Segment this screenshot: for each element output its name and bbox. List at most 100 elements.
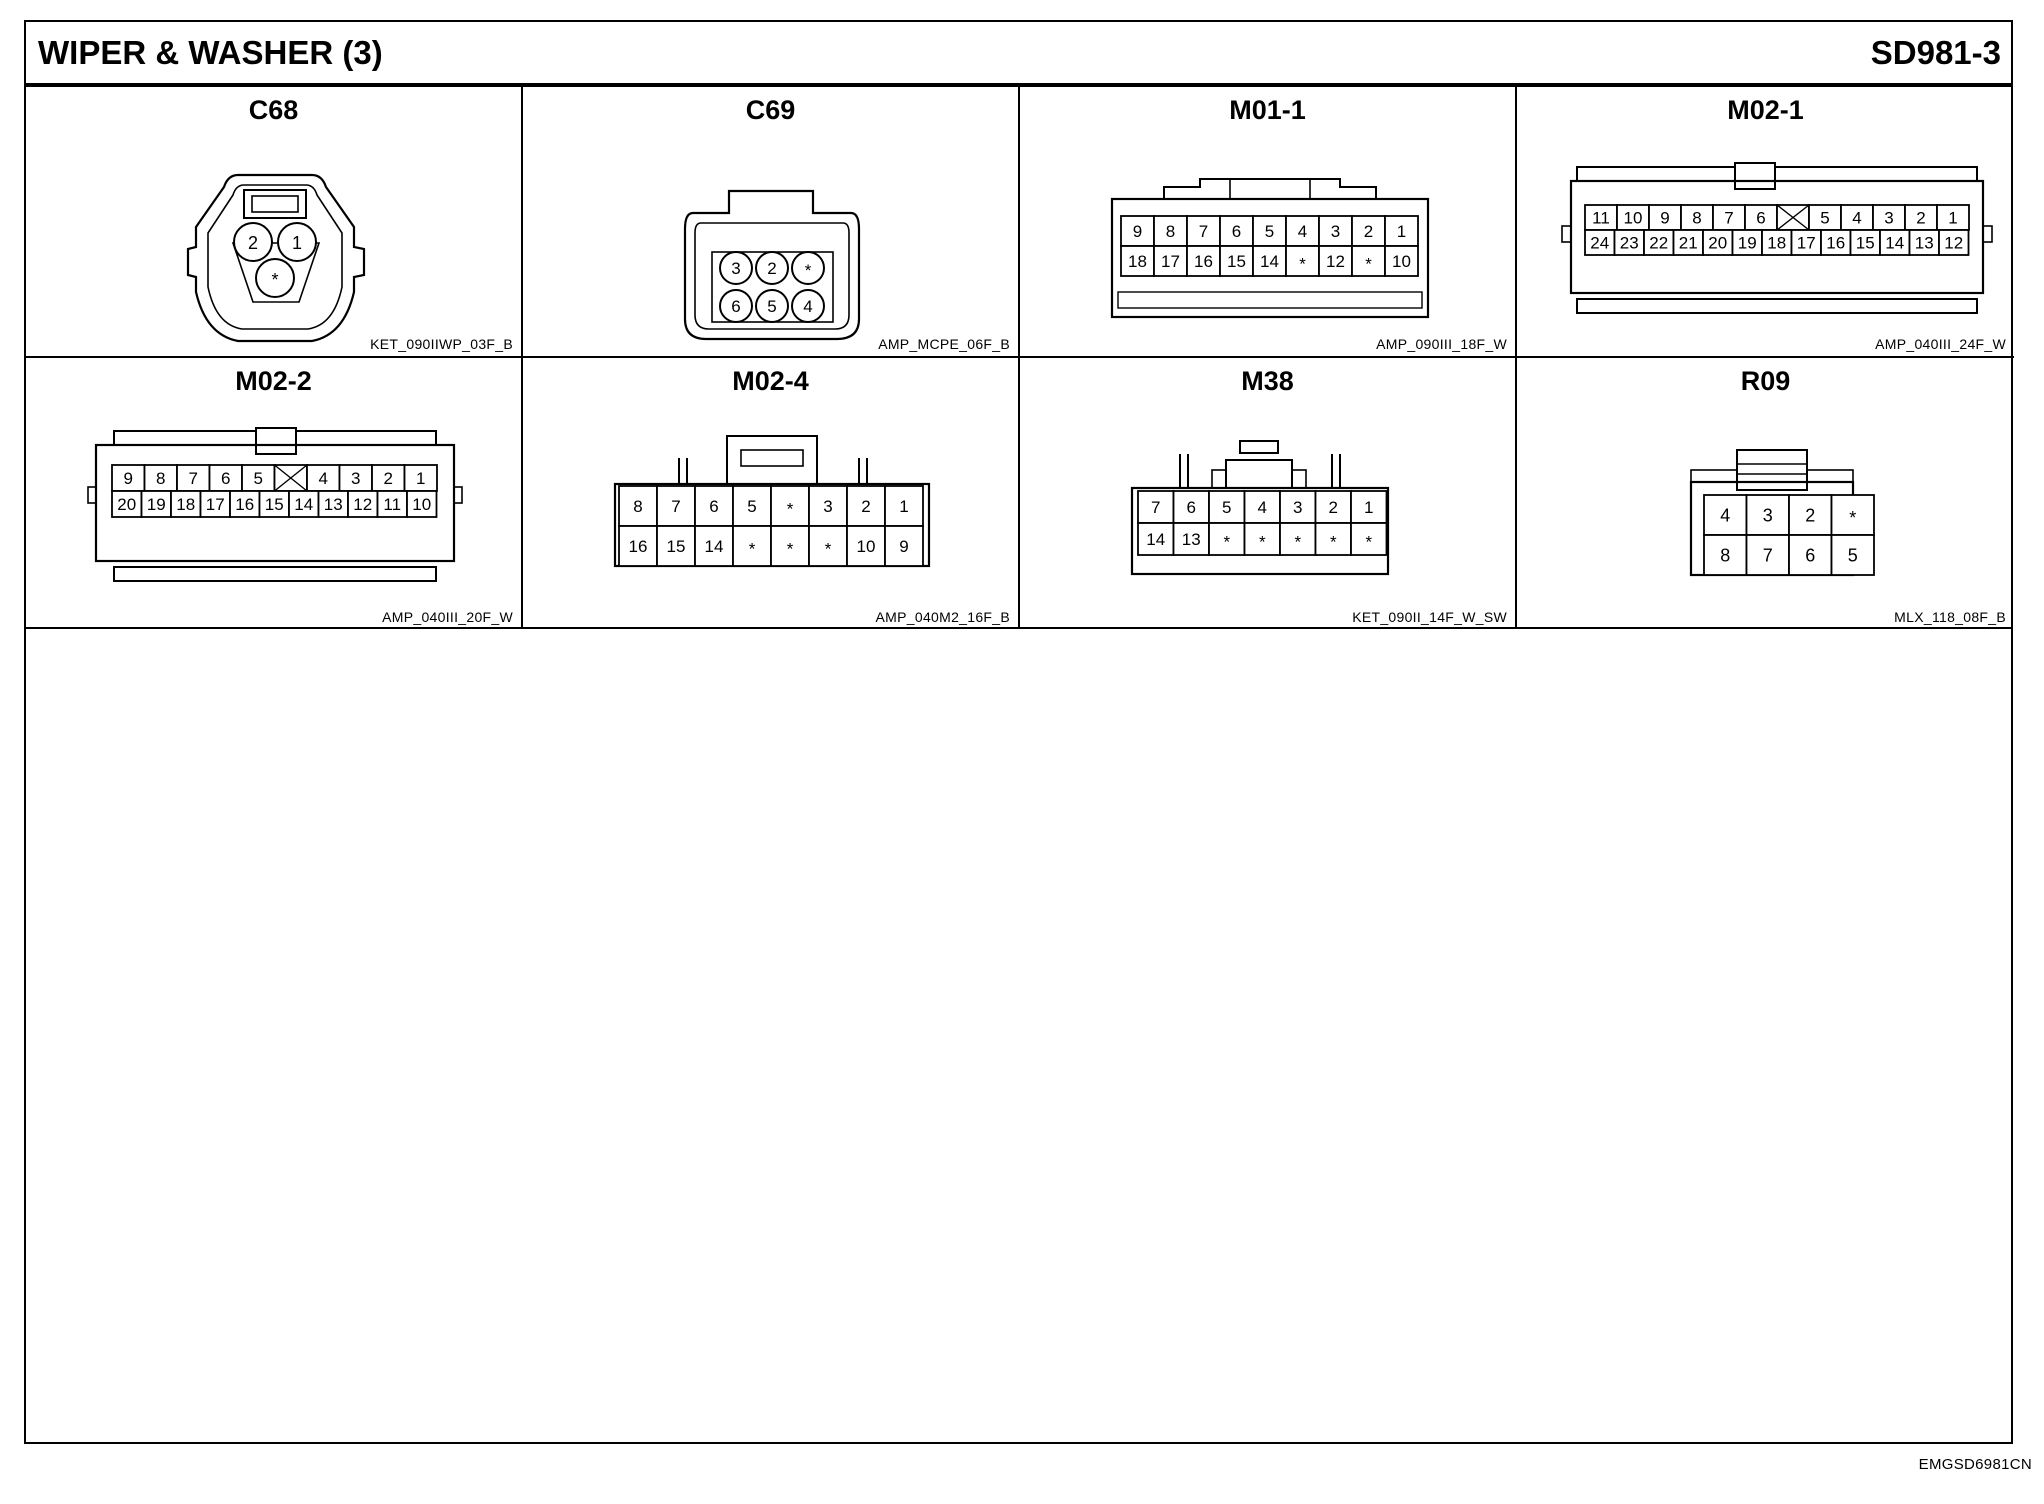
pin-label: 16 [1826,234,1845,253]
svg-text:1: 1 [292,233,302,253]
pin-label: 1 [1948,209,1957,228]
pin-label: 2 [384,469,393,488]
pin-label: 2 [861,497,870,516]
pin-label: 4 [1720,505,1730,525]
connector-name: C69 [745,95,796,125]
pin-cell [1703,534,1748,576]
pin-label: 2 [1329,498,1338,517]
pin-label: 14 [1146,530,1165,549]
center-latch [1736,449,1808,491]
pin-label: 1 [1364,498,1373,517]
document-id: EMGSD6981CN [1918,1456,2032,1473]
pin-cell [1731,229,1763,256]
pin-label: 19 [1738,234,1757,253]
pin-cell [1790,229,1822,256]
pin-label: 6 [709,497,718,516]
pin-label: 6 [221,469,230,488]
svg-text:4: 4 [803,297,812,316]
pin-cell [1137,490,1175,524]
svg-text:6: 6 [731,297,740,316]
pin-cell [732,525,772,567]
svg-text:2: 2 [248,233,258,253]
connector-name: C68 [248,95,299,125]
center-latch [1734,162,1776,190]
blank-cavity-mark [274,464,308,492]
pin-cell [406,490,438,518]
pin-label: 5 [747,497,756,516]
pin-cell [1351,215,1386,247]
pin-cell [1153,245,1188,277]
housing-inner-outline [207,184,343,330]
pin-label: 16 [235,495,254,514]
pin-cell [376,490,408,518]
pin-cell [1745,534,1790,576]
svg-text:3: 3 [731,259,740,278]
pin-cell [884,525,924,567]
pin-cell [1314,522,1352,556]
pin-label: 4 [1298,222,1307,241]
pin-cell [1243,522,1281,556]
pin-unused-label: * [749,540,756,559]
latch-foot-right [1291,469,1307,489]
pin-label: 3 [1331,222,1340,241]
side-key-left [87,486,97,504]
pin-label: 23 [1620,234,1639,253]
connector-type: MLX_118_08F_B [1894,609,2006,625]
pin-label: 5 [1820,209,1829,228]
pin-2: 2 [233,222,273,262]
shoulder-left [1690,469,1738,483]
pin-label: 7 [1151,498,1160,517]
latch-body [1225,459,1293,488]
bottom-rail [1576,298,1978,314]
pin-label: 20 [1708,234,1727,253]
pin-cell [808,525,848,567]
pin-label: 2 [1805,505,1815,525]
top-rail [1576,166,1978,182]
pin-cell [1820,229,1852,256]
connector-type: AMP_090III_18F_W [1376,336,1507,352]
pin-label: 17 [206,495,225,514]
center-latch-inner [740,449,804,467]
pin-unused-label: * [1299,255,1306,274]
housing-outline [186,173,366,343]
pin-label: 8 [1692,209,1701,228]
pin-cell [1351,245,1386,277]
housing-rail [1117,291,1423,309]
pin-unused-label: * [1259,533,1266,552]
pin-label: 11 [383,495,401,514]
pin-label: 15 [265,495,284,514]
pin-label: 1 [899,497,908,516]
pin-label: 18 [1128,252,1147,271]
pin-label: 5 [254,469,263,488]
pin-unused-label: * [1294,533,1301,552]
diagram-sheet: WIPER & WASHER (3) SD981-3 C68 2 1 [24,20,2014,1444]
pin-label: 10 [1624,209,1643,228]
pin-cell [1908,229,1940,256]
pin-cell [288,490,320,518]
pin-cell [1938,229,1970,256]
pin-label: 7 [1763,545,1773,565]
page-header: WIPER & WASHER (3) SD981-3 [26,22,2011,87]
pin-label: 17 [1797,234,1816,253]
connector-name: M38 [1241,366,1294,396]
pin-label: 16 [629,537,648,556]
svg-text:5: 5 [767,297,776,316]
pin-label: 7 [671,497,680,516]
connector-name: M01-1 [1229,95,1306,125]
connector-type: AMP_040M2_16F_B [875,609,1010,625]
pin-unused-label: * [1365,255,1372,274]
pin-cell [770,525,810,567]
pin-label: 4 [1852,209,1861,228]
blank-cavity-mark [1776,204,1810,231]
pin-unused-label: * [1365,533,1372,552]
connector-grid: C68 2 1 * KET_090I [26,87,2014,629]
